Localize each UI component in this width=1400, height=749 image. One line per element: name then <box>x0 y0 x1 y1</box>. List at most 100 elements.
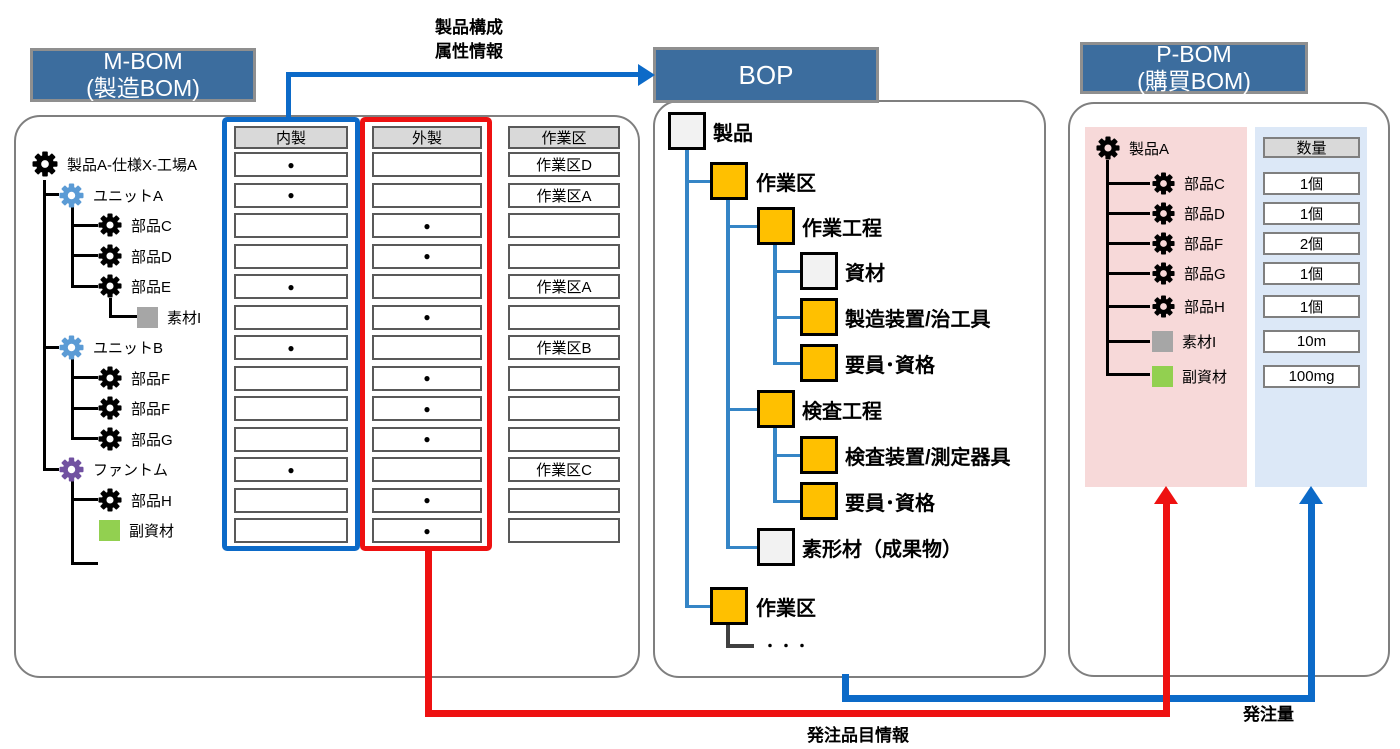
bop-node-icon <box>710 162 748 200</box>
pbom-header: P-BOM (購買BOM) <box>1080 41 1308 94</box>
order-items-flow-line <box>425 550 432 717</box>
order-items-flow-line <box>1163 503 1170 713</box>
arrow-head-icon <box>638 64 655 86</box>
mbom-tree-item: 素材I <box>137 303 201 331</box>
mbom-tree-item: ユニットA <box>59 181 163 209</box>
tree-connector <box>71 359 74 440</box>
tree-item-label: 部品F <box>131 400 171 418</box>
bop-connector <box>726 625 730 647</box>
tree-item-label: 部品C <box>1184 175 1225 193</box>
mbom-workarea-cell <box>508 304 620 330</box>
order-qty-flow-line <box>1308 503 1315 702</box>
tree-connector <box>1106 160 1109 376</box>
bop-connector <box>773 453 800 457</box>
arrow-head-icon <box>1154 486 1178 504</box>
tree-item-label: 部品D <box>1184 205 1225 223</box>
mbom-workarea-cell <box>508 213 620 238</box>
mbom-outsourced-cell <box>372 274 482 299</box>
tree-connector <box>71 481 74 565</box>
tree-item-label: 部品D <box>131 248 172 266</box>
material-square-icon <box>1152 365 1173 387</box>
bop-header: BOP <box>653 47 879 103</box>
tree-item-label: 部品G <box>131 431 173 449</box>
bop-connector <box>685 179 710 183</box>
bop-node-icon <box>800 252 838 290</box>
mbom-workarea-cell <box>508 426 620 452</box>
gear-icon <box>98 488 122 512</box>
mbom-outsourced-cell: ● <box>372 518 482 543</box>
bop-node-icon <box>757 390 795 428</box>
tree-item-label: 部品H <box>1184 298 1225 316</box>
bop-connector <box>773 499 800 503</box>
mbom-tree-item: ファントム <box>59 455 168 483</box>
bop-connector <box>726 200 730 549</box>
bop-node-icon <box>800 482 838 520</box>
bop-connector <box>773 269 800 273</box>
mbom-workarea-cell: 作業区B <box>508 335 620 360</box>
mbom-workarea-cell: 作業区A <box>508 274 620 299</box>
mbom-inhouse-cell <box>234 365 348 391</box>
mbom-inhouse-cell <box>234 213 348 238</box>
gear-icon <box>98 427 122 451</box>
pbom-qty-cell: 1個 <box>1263 202 1360 225</box>
mbom-tree-item: ユニットB <box>59 333 163 361</box>
order-qty-label: 発注量 <box>1243 705 1294 724</box>
mbom-tree-item: 部品C <box>98 211 172 239</box>
mbom-inhouse-cell: ● <box>234 182 348 208</box>
tree-item-label: 部品H <box>131 492 172 510</box>
tree-connector <box>1106 339 1150 343</box>
pbom-tree-item: 部品D <box>1152 199 1225 227</box>
bop-connector <box>773 315 800 319</box>
gear-icon <box>1152 201 1175 225</box>
pbom-tree-item: 素材I <box>1152 327 1216 355</box>
tree-connector <box>43 193 59 196</box>
pbom-title-line2: (購買BOM) <box>1137 68 1251 94</box>
mbom-workarea-cell <box>508 396 620 421</box>
bop-node-icon <box>757 207 795 245</box>
tree-connector <box>43 468 59 471</box>
pbom-tree-item: 部品G <box>1152 259 1226 287</box>
mbom-workarea-cell <box>508 243 620 269</box>
mbom-tree-item: 部品G <box>98 425 173 453</box>
mbom-inhouse-cell: ● <box>234 152 348 177</box>
mbom-outsourced-cell <box>372 182 482 208</box>
mbom-workarea-cell: 作業区D <box>508 152 620 177</box>
bop-node-label: 作業工程 <box>802 217 882 240</box>
bop-node-label: 要員･資格 <box>845 354 935 377</box>
pbom-tree-item: 副資材 <box>1152 362 1227 390</box>
tree-item-label: 副資材 <box>129 522 175 540</box>
outsourced-column-highlight <box>360 117 492 551</box>
mbom-outsourced-cell <box>372 457 482 482</box>
arrow-head-icon <box>1299 486 1323 504</box>
bop-connector <box>773 245 777 365</box>
tree-connector <box>71 498 98 501</box>
mbom-tree-item: 部品E <box>98 272 171 300</box>
tree-item-label: 部品F <box>131 370 171 388</box>
pbom-qty-cell: 2個 <box>1263 232 1360 255</box>
mbom-inhouse-cell <box>234 396 348 421</box>
bop-node-label: 検査工程 <box>802 400 882 423</box>
tree-item-label: 製品A <box>1129 140 1170 158</box>
structure-flow-line <box>286 74 291 120</box>
bop-connector <box>726 644 754 648</box>
tree-item-label: 部品E <box>131 278 172 296</box>
pbom-tree-item: 部品F <box>1152 229 1223 257</box>
tree-connector <box>1106 304 1150 308</box>
gear-icon <box>1152 231 1175 255</box>
bop-node-label: 作業区 <box>756 597 816 620</box>
gear-icon <box>59 183 84 207</box>
bop-node-label: 要員･資格 <box>845 492 935 515</box>
bop-node-label: 製造装置/治工具 <box>845 308 991 331</box>
pbom-qty-cell: 100mg <box>1263 365 1360 388</box>
tree-connector <box>1106 241 1150 245</box>
bop-title: BOP <box>738 59 794 90</box>
order-qty-flow-line <box>842 674 849 702</box>
tree-item-label: 素材I <box>167 309 202 327</box>
mbom-outsourced-cell <box>372 152 482 177</box>
tree-item-label: ユニットA <box>93 187 164 205</box>
order-qty-flow-line <box>842 695 1315 702</box>
mbom-col-header-inhouse: 内製 <box>234 126 348 149</box>
bop-connector <box>726 224 757 228</box>
mbom-tree-item: 製品A-仕様X-工場A <box>32 150 197 178</box>
material-square-icon <box>137 306 158 328</box>
